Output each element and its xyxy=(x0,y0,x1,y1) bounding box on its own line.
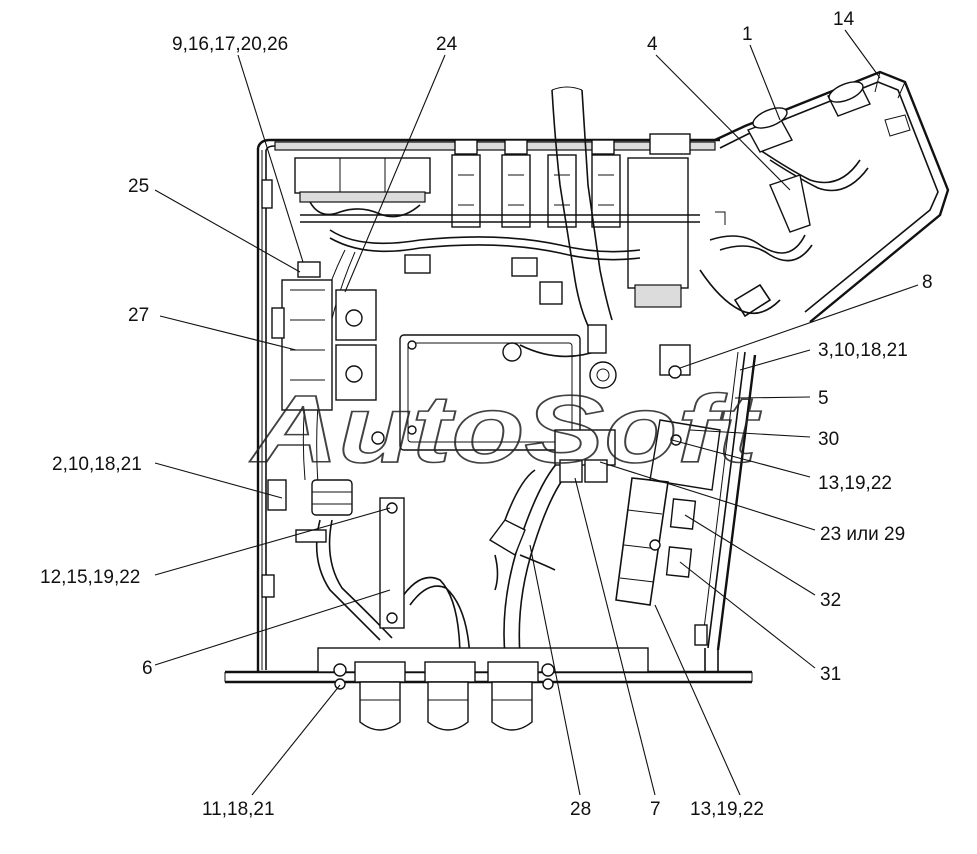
callout-7: 7 xyxy=(650,799,661,820)
callout-3-10-18-21: 3,10,18,21 xyxy=(818,340,908,361)
callout-32: 32 xyxy=(820,590,841,611)
callout-labels: 9,16,17,20,26 24 4 1 14 25 8 27 3,10,18,… xyxy=(40,9,933,820)
callout-5: 5 xyxy=(818,388,829,409)
callout-28: 28 xyxy=(570,799,591,820)
callout-12-15-19-22: 12,15,19,22 xyxy=(40,567,140,588)
strap xyxy=(379,497,405,629)
callout-6: 6 xyxy=(142,658,153,679)
leader-lines xyxy=(154,29,919,796)
callout-8: 8 xyxy=(922,272,933,293)
callout-27: 27 xyxy=(128,305,149,326)
callout-11-18-21: 11,18,21 xyxy=(202,799,275,820)
callout-30: 30 xyxy=(818,429,839,450)
callout-13-19-22-bottom: 13,19,22 xyxy=(690,799,764,820)
bottom-connectors xyxy=(317,647,649,731)
mounting-rails xyxy=(300,214,700,277)
callout-1: 1 xyxy=(742,24,753,45)
top-connectors xyxy=(451,133,691,308)
callout-14: 14 xyxy=(833,9,855,30)
callout-9-16-17-20-26: 9,16,17,20,26 xyxy=(172,34,288,55)
housing xyxy=(224,70,950,684)
control-module xyxy=(371,334,617,451)
callout-23-or-29: 23 или 29 xyxy=(820,524,905,545)
callout-24: 24 xyxy=(436,34,458,55)
watermark: AutoSoft xyxy=(250,376,763,483)
callout-13-19-22-top: 13,19,22 xyxy=(818,473,892,494)
right-wall-devices xyxy=(615,419,721,646)
left-relay-blocks xyxy=(271,261,377,411)
callout-2-10-18-21: 2,10,18,21 xyxy=(52,454,142,475)
vertical-tube xyxy=(551,86,613,331)
callout-4: 4 xyxy=(647,34,658,55)
cable-tie xyxy=(488,469,556,591)
callout-31: 31 xyxy=(820,664,841,685)
top-relay-block xyxy=(294,157,431,218)
cover-components xyxy=(715,81,911,318)
center-connectors xyxy=(539,281,691,483)
callout-25: 25 xyxy=(128,176,149,197)
